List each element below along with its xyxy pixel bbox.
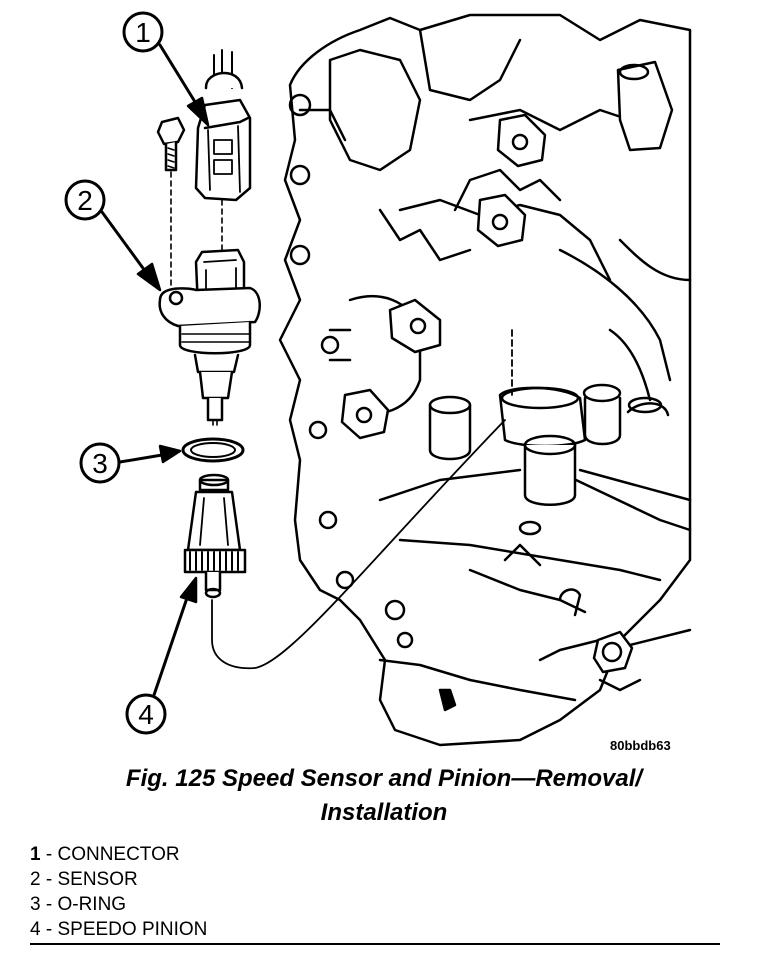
legend-number: 1 <box>30 844 41 865</box>
image-code: 80bbdb63 <box>610 738 671 753</box>
callout-1-label: 1 <box>135 17 151 48</box>
speed-sensor <box>158 248 261 426</box>
o-ring <box>181 437 245 463</box>
caption-line-2: Installation <box>320 799 448 826</box>
connector <box>194 49 252 251</box>
callout-3-label: 3 <box>92 448 108 479</box>
speed-sensor-diagram: 1 2 3 4 <box>64 11 692 747</box>
legend-number: 2 <box>30 869 41 890</box>
installation-path-line <box>211 419 506 670</box>
parts-legend: 1 - CONNECTOR 2 - SENSOR 3 - O-RING 4 - … <box>30 842 207 942</box>
legend-label: SENSOR <box>57 869 138 890</box>
legend-label: CONNECTOR <box>57 844 180 865</box>
legend-item: 3 - O-RING <box>30 892 207 917</box>
legend-separator: - <box>40 919 58 940</box>
callout-4-label: 4 <box>138 699 154 730</box>
legend-item: 2 - SENSOR <box>30 867 207 892</box>
callout-1: 1 <box>122 11 210 127</box>
bottom-rule <box>30 943 720 945</box>
speedo-pinion <box>183 473 247 599</box>
mounting-bolt <box>156 116 186 291</box>
legend-number: 3 <box>30 894 41 915</box>
legend-label: O-RING <box>57 894 127 915</box>
legend-item: 4 - SPEEDO PINION <box>30 917 207 942</box>
transmission-case <box>278 13 692 747</box>
callout-2: 2 <box>64 179 162 292</box>
legend-label: SPEEDO PINION <box>57 919 208 940</box>
legend-separator: - <box>40 844 58 865</box>
callout-4: 4 <box>125 576 198 735</box>
caption-line-1: Fig. 125 Speed Sensor and Pinion—Removal… <box>125 765 643 792</box>
legend-separator: - <box>40 869 58 890</box>
legend-number: 4 <box>30 919 41 940</box>
figure-caption: Fig. 125 Speed Sensor and Pinion—Removal… <box>0 762 768 830</box>
legend-separator: - <box>40 894 58 915</box>
callout-3: 3 <box>79 442 182 484</box>
legend-item: 1 - CONNECTOR <box>30 842 207 867</box>
callout-2-label: 2 <box>77 185 93 216</box>
